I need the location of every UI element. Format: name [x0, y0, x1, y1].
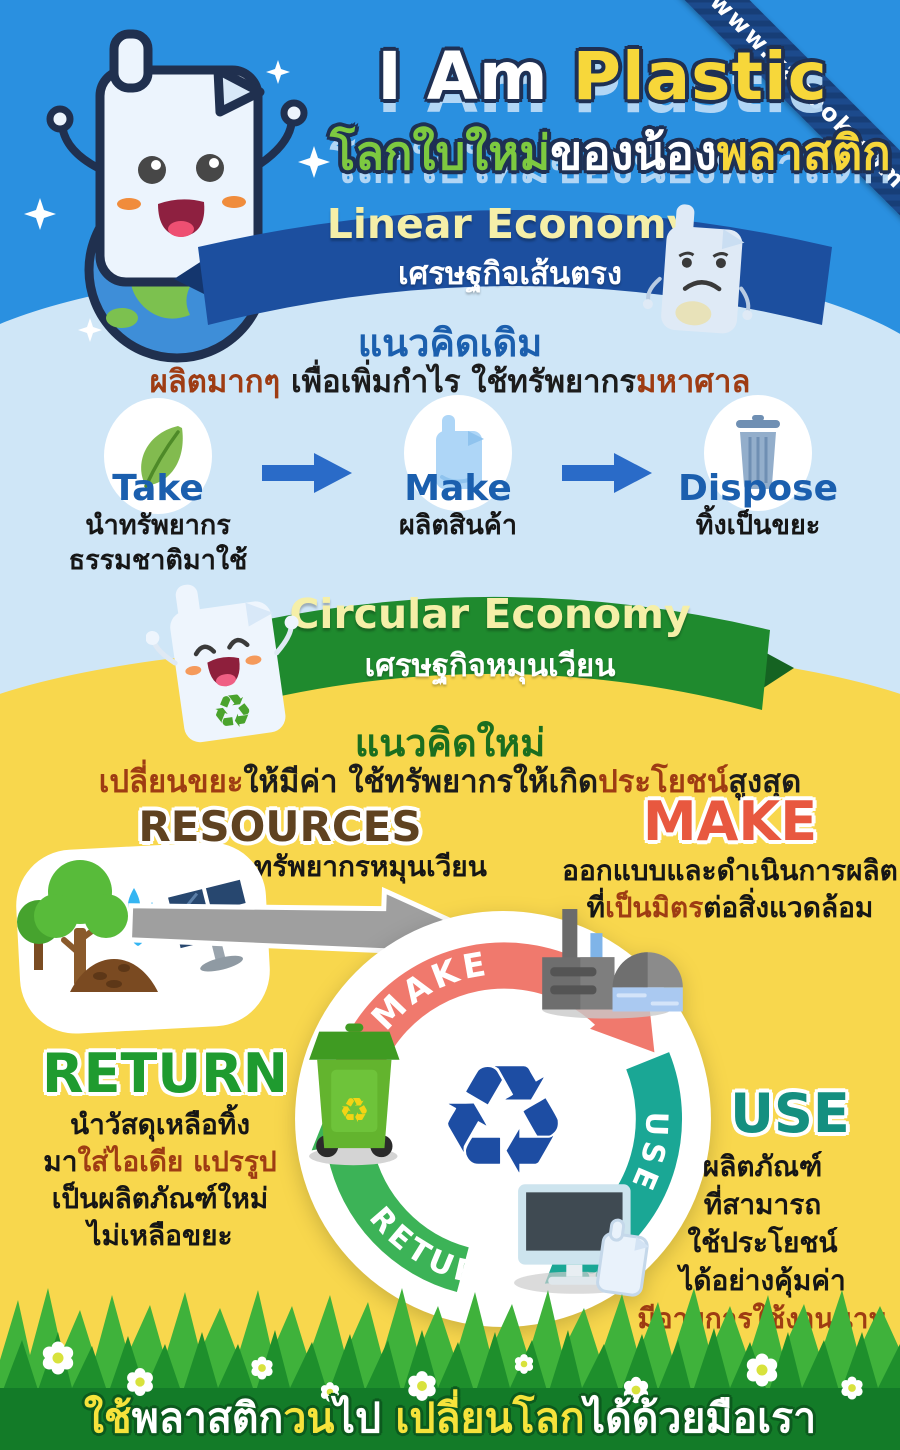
- use-line1: ผลิตภัณฑ์: [702, 1150, 823, 1183]
- happy-bag-mascot: [46, 29, 308, 287]
- happy-recycle-bag-mascot: ♻: [146, 584, 299, 743]
- recycle-icon: ♻: [208, 682, 256, 741]
- step-take-caption-line2: ธรรมชาติมาใช้: [68, 545, 248, 576]
- page-subtitle: โลกใบใหม่ของน้องพลาสติก: [330, 115, 891, 190]
- step-make-caption-line1: ผลิตสินค้า: [398, 510, 518, 541]
- make-black2: ต่อสิ่งแวดล้อม: [703, 891, 874, 924]
- linear-desc-black1: เพื่อเพิ่มกำไร ใช้ทรัพยากร: [280, 364, 636, 400]
- trash-bin-icon: [736, 415, 780, 489]
- circular-economy-ribbon: [186, 596, 794, 718]
- step-take-label: Take: [112, 468, 204, 509]
- step-take-caption-line1: นำทรัพยากร: [85, 510, 231, 541]
- return-line4: ไม่เหลือขยะ: [87, 1219, 233, 1252]
- return-line3: เป็นผลิตภัณฑ์ใหม่: [51, 1182, 269, 1215]
- return-line2: มาใส่ไอเดีย แปรรูป: [10, 1143, 310, 1180]
- page-title: I Am Plastic: [330, 38, 875, 115]
- return-black1: มา: [43, 1145, 78, 1178]
- circular-cycle-diagram: MAKE USE RETURN ✦ ♻ ♻: [295, 909, 711, 1327]
- computer-icon: [514, 1184, 650, 1297]
- step-make-label: Make: [404, 468, 512, 509]
- footer-w1: พลาสติก: [131, 1394, 284, 1442]
- title-white: I Am: [377, 38, 573, 115]
- make-title: MAKE: [642, 790, 818, 853]
- circular-desc-red1: เปลี่ยนขยะ: [98, 764, 244, 800]
- use-line4: ได้อย่างคุ้มค่า: [679, 1264, 846, 1297]
- linear-desc-red1: ผลิตมากๆ: [149, 364, 281, 400]
- footer-w2: ไป: [334, 1394, 396, 1442]
- return-line1: นำวัสดุเหลือทิ้ง: [70, 1108, 250, 1141]
- resources-title: RESOURCES: [138, 802, 422, 851]
- tree-icon: [17, 860, 128, 986]
- circular-description: เปลี่ยนขยะให้มีค่า ใช้ทรัพยากรให้เกิดประ…: [0, 756, 900, 806]
- make-red1: เป็นมิตร: [605, 891, 704, 924]
- make-black1: ที่: [586, 891, 606, 924]
- subtitle-green: โลกใบใหม่: [330, 126, 551, 181]
- leaf-icon: [141, 426, 183, 488]
- factory-icon: [542, 909, 683, 1019]
- plastic-bag-icon: [596, 1218, 650, 1297]
- linear-banner-subtitle: เศรษฐกิจเส้นตรง: [397, 256, 623, 292]
- circular-heading: แนวคิดใหม่: [354, 721, 546, 765]
- footer-y2: วน: [283, 1394, 335, 1442]
- footer-y3: เปลี่ยนโลก: [395, 1394, 585, 1442]
- make-caption-line2: ที่เป็นมิตรต่อสิ่งแวดล้อม: [560, 889, 900, 926]
- linear-banner-title: Linear Economy: [326, 200, 694, 248]
- arrow-right-icon: [562, 453, 652, 493]
- step-make-caption: ผลิตสินค้า: [328, 508, 588, 543]
- footer-grass: [0, 1288, 900, 1450]
- circular-banner-title: Circular Economy: [289, 590, 691, 638]
- plastic-bag-icon: [436, 415, 484, 489]
- step-take-caption: นำทรัพยากร ธรรมชาติมาใช้: [28, 508, 288, 578]
- make-caption-line1: ออกแบบและดำเนินการผลิต: [562, 854, 898, 887]
- circular-banner-subtitle: เศรษฐกิจหมุนเวียน: [364, 648, 616, 684]
- footer-y1: ใช้: [83, 1394, 132, 1442]
- linear-description: ผลิตมากๆ เพื่อเพิ่มกำไร ใช้ทรัพยากรมหาศา…: [0, 356, 900, 406]
- return-title: RETURN: [42, 1042, 288, 1105]
- recycle-icon: ♻: [339, 1091, 370, 1131]
- return-arc: [327, 1145, 470, 1293]
- circular-desc-black1: ให้มีค่า ใช้ทรัพยากรให้เกิด: [243, 764, 599, 800]
- return-red1: ใส่ไอเดีย แปรรูป: [77, 1145, 277, 1178]
- subtitle-yellow: พลาสติก: [716, 126, 891, 181]
- sparkle-icon: [24, 60, 330, 342]
- recycle-icon: ♻: [435, 1032, 570, 1208]
- step-dispose-caption: ทิ้งเป็นขยะ: [628, 508, 888, 543]
- green-bin-icon: ♻: [309, 1023, 400, 1166]
- return-caption: นำวัสดุเหลือทิ้ง มาใส่ไอเดีย แปรรูป เป็น…: [10, 1106, 310, 1254]
- title-yellow: Plastic: [572, 38, 828, 115]
- use-line3: ใช้ประโยชน์: [687, 1226, 838, 1259]
- linear-desc-red2: มหาศาล: [636, 364, 751, 400]
- make-caption: ออกแบบและดำเนินการผลิต ที่เป็นมิตรต่อสิ่…: [560, 852, 900, 926]
- circular-desc-red2: ประโยชน์: [598, 764, 729, 800]
- footer-w3: ได้ด้วยมือเรา: [584, 1394, 817, 1442]
- use-title: USE: [730, 1082, 850, 1145]
- circular-desc-black2: สูงสุด: [728, 764, 802, 800]
- footer-slogan: ใช้พลาสติกวนไป เปลี่ยนโลกได้ด้วยมือเรา: [0, 1386, 900, 1450]
- compost-icon: [70, 959, 158, 992]
- step-dispose-label: Dispose: [678, 468, 838, 509]
- step-dispose-caption-line1: ทิ้งเป็นขยะ: [695, 510, 821, 541]
- linear-heading: แนวคิดเดิม: [357, 321, 543, 365]
- arrow-right-icon: [262, 453, 352, 493]
- subtitle-white: ของน้อง: [550, 126, 717, 181]
- sad-bag-mascot: [642, 204, 753, 334]
- use-line2: ที่สามารถ: [703, 1188, 822, 1221]
